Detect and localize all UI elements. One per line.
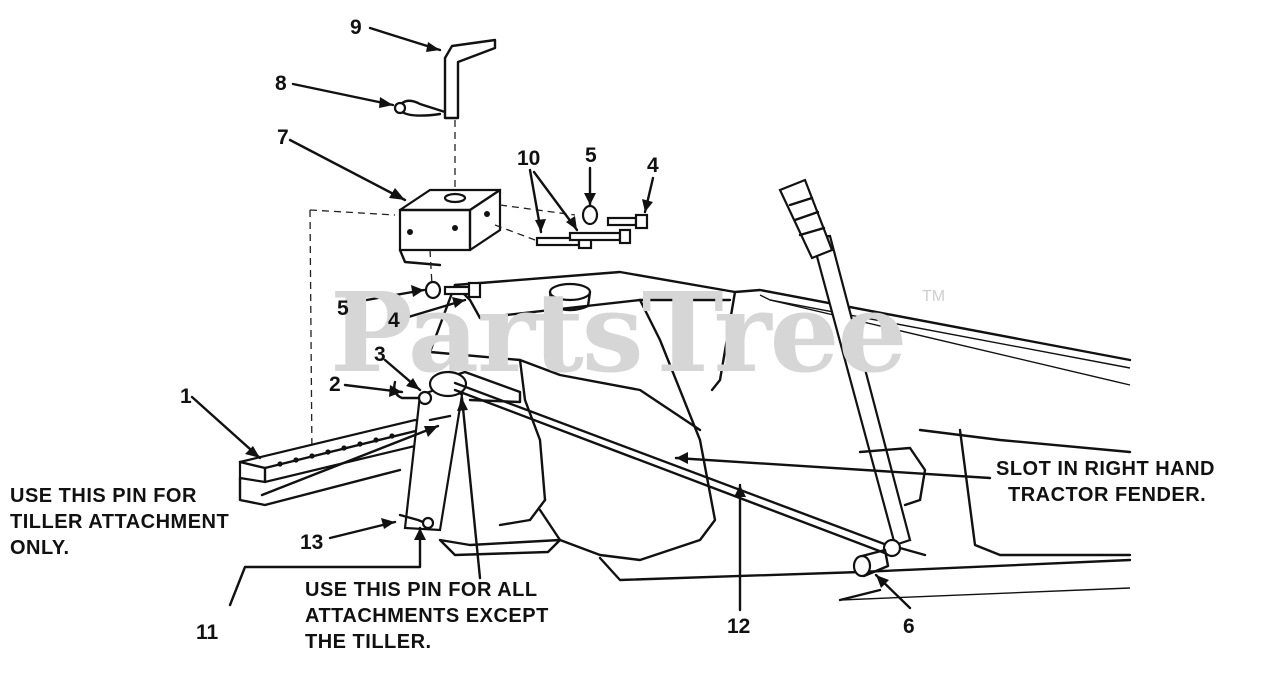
- hitch-pin: [443, 38, 497, 120]
- callout-5-upper: 5: [585, 144, 597, 167]
- callout-1: 1: [180, 385, 192, 408]
- callout-7: 8: [275, 72, 287, 95]
- leader-lines: [190, 26, 992, 612]
- lift-lever: [778, 178, 927, 558]
- note-tiller-pin-line: ONLY.: [10, 537, 70, 559]
- note-all-attachments-pin: USE THIS PIN FOR ALL ATTACHMENTS EXCEPT …: [305, 577, 549, 655]
- trademark-mark: TM: [922, 288, 946, 305]
- callout-12: 13: [300, 531, 324, 554]
- note-all-pin-line: THE TILLER.: [305, 631, 432, 653]
- note-fender-slot-line: SLOT IN RIGHT HAND: [996, 458, 1215, 480]
- lift-bracket: [393, 370, 522, 532]
- lift-rod: [453, 381, 897, 557]
- callout-5-lower: 5: [337, 297, 349, 320]
- callout-6: 7: [277, 126, 289, 149]
- fuel-cap: [548, 282, 592, 312]
- note-tiller-pin: USE THIS PIN FOR TILLER ATTACHMENT ONLY.: [10, 483, 229, 561]
- hair-pin-clip: [393, 99, 447, 117]
- hitch-mounting-bracket: [309, 120, 576, 461]
- callout-4-lower: 4: [388, 309, 400, 332]
- note-tiller-pin-line: USE THIS PIN FOR: [10, 485, 197, 507]
- callout-4-upper: 4: [647, 154, 659, 177]
- callout-9: 10: [517, 147, 541, 170]
- callout-2: 2: [329, 373, 341, 396]
- note-fender-slot-line: TRACTOR FENDER.: [1008, 484, 1207, 506]
- watermark: PartsTree: [330, 268, 908, 397]
- note-tiller-pin-line: TILLER ATTACHMENT: [10, 511, 230, 533]
- lever-knob: [852, 548, 890, 578]
- note-fender-slot: SLOT IN RIGHT HAND TRACTOR FENDER.: [996, 456, 1215, 508]
- callout-8: 9: [350, 16, 362, 39]
- note-all-pin-line: ATTACHMENTS EXCEPT: [305, 605, 549, 627]
- bolts-and-washers: [424, 204, 649, 300]
- callout-11: 12: [727, 615, 751, 638]
- callout-10: 6: [903, 615, 915, 638]
- callout-3: 3: [374, 343, 386, 366]
- callout-13: 11: [196, 621, 219, 644]
- note-all-pin-line: USE THIS PIN FOR ALL: [305, 579, 538, 601]
